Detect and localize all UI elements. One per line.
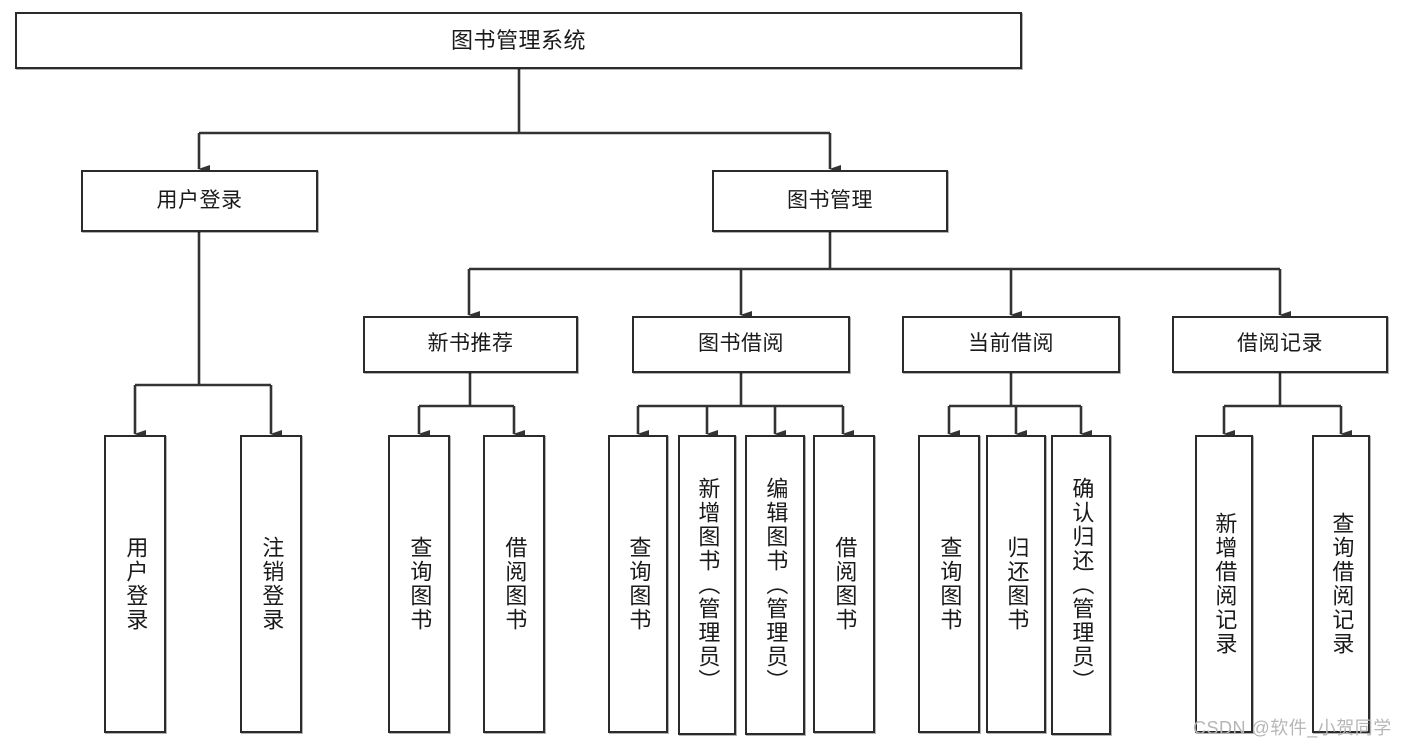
node-l-query-book-2[interactable]: 查询图书 [608, 435, 668, 733]
node-label: 查询图书 [626, 536, 652, 632]
node-label: 图书管理 [787, 188, 873, 212]
node-label: 借阅图书 [502, 536, 528, 632]
node-label: 确认归还（管理员） [1069, 477, 1095, 693]
node-label: 编辑图书（管理员） [763, 477, 789, 693]
node-label: 注销登录 [259, 536, 285, 632]
node-label: 新增借阅记录 [1212, 512, 1238, 656]
node-label: 用户登录 [156, 188, 243, 212]
node-label: 用户登录 [123, 536, 149, 632]
node-label: 当前借阅 [968, 332, 1054, 356]
node-n-book-borrow[interactable]: 图书借阅 [632, 316, 850, 373]
node-n-borrow-record[interactable]: 借阅记录 [1172, 316, 1388, 373]
node-label: 查询图书 [937, 536, 963, 632]
node-label: 归还图书 [1004, 536, 1030, 632]
node-label: 借阅图书 [832, 536, 858, 632]
node-label: 新增图书（管理员） [695, 477, 721, 693]
node-label: 图书借阅 [698, 332, 784, 356]
node-l-query-book-3[interactable]: 查询图书 [918, 435, 980, 733]
node-n-user-login[interactable]: 用户登录 [81, 170, 318, 232]
node-l-add-record[interactable]: 新增借阅记录 [1195, 435, 1253, 733]
node-n-new-book-rec[interactable]: 新书推荐 [363, 316, 578, 373]
node-label: 查询借阅记录 [1329, 512, 1355, 656]
node-l-user-login[interactable]: 用户登录 [104, 435, 166, 733]
node-l-confirm-return[interactable]: 确认归还（管理员） [1051, 435, 1111, 735]
node-label: 借阅记录 [1237, 332, 1323, 356]
node-l-logout[interactable]: 注销登录 [240, 435, 302, 733]
node-label: 新书推荐 [427, 332, 514, 356]
node-l-edit-book[interactable]: 编辑图书（管理员） [745, 435, 805, 735]
node-label: 图书管理系统 [450, 27, 586, 53]
node-l-return-book[interactable]: 归还图书 [986, 435, 1046, 733]
node-l-query-record[interactable]: 查询借阅记录 [1312, 435, 1370, 733]
node-l-add-book[interactable]: 新增图书（管理员） [678, 435, 736, 735]
node-n-current-borrow[interactable]: 当前借阅 [902, 316, 1120, 373]
node-l-borrow-book-2[interactable]: 借阅图书 [813, 435, 875, 733]
node-n-book-mgmt[interactable]: 图书管理 [712, 170, 948, 232]
node-l-borrow-book-1[interactable]: 借阅图书 [483, 435, 545, 733]
watermark-text: CSDN @软件_小贺同学 [1193, 718, 1392, 738]
node-label: 查询图书 [407, 536, 433, 632]
node-l-query-book-1[interactable]: 查询图书 [388, 435, 450, 733]
node-root[interactable]: 图书管理系统 [15, 12, 1022, 69]
